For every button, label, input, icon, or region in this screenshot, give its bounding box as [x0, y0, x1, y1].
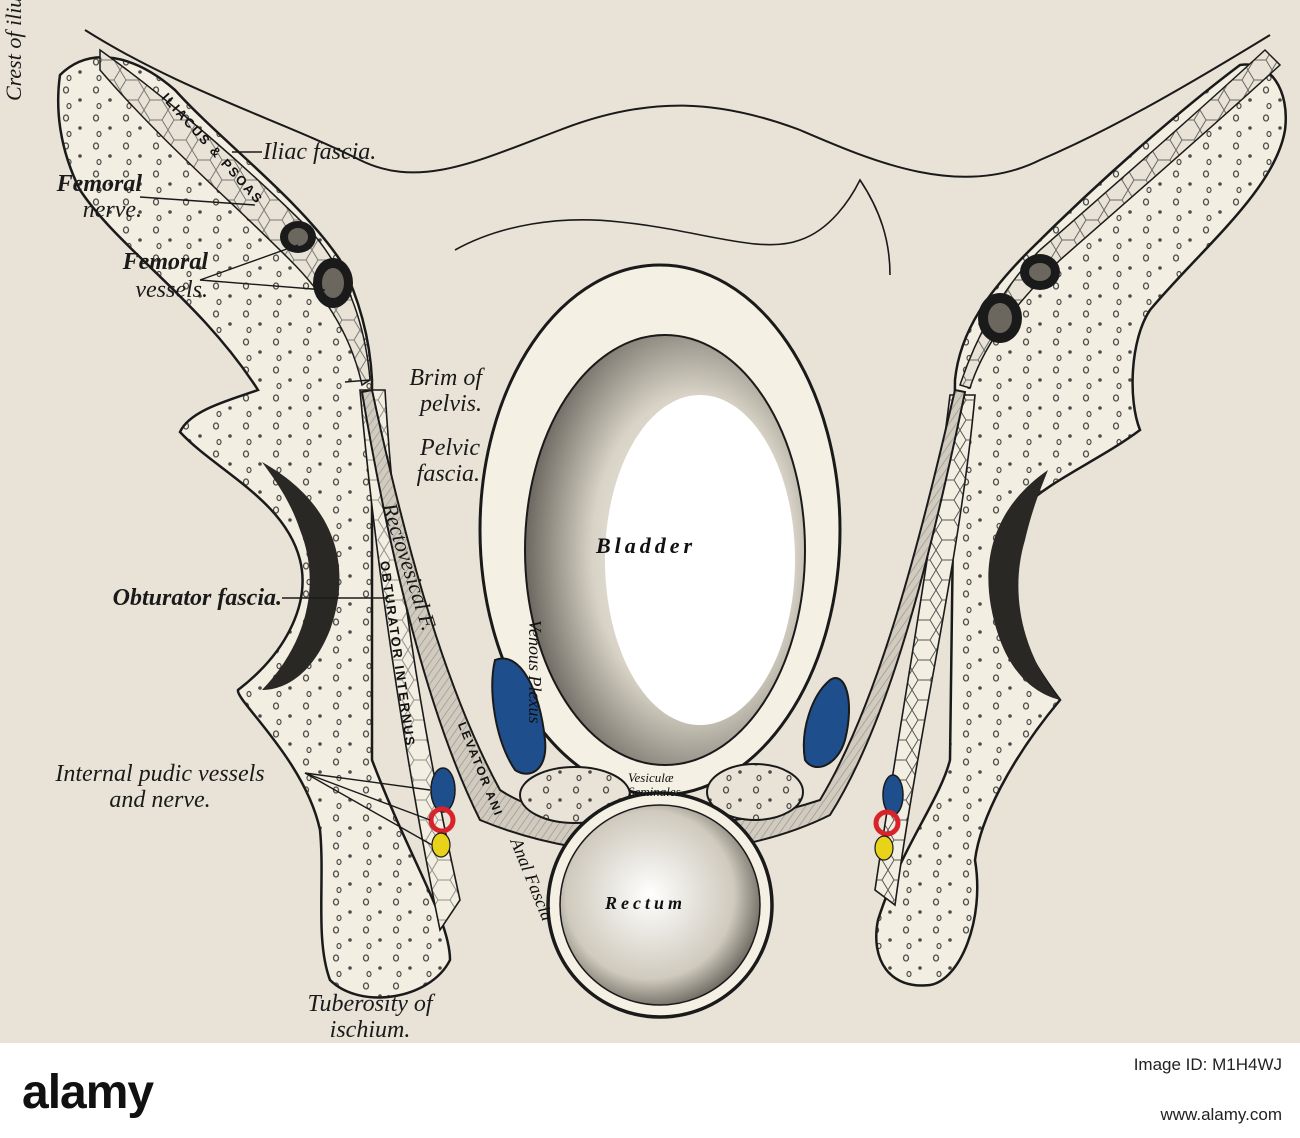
right-pudic-vein: [882, 774, 904, 816]
left-pudic-vein: [430, 767, 456, 813]
rectum-label: Rectum: [605, 893, 686, 913]
bladder-lumen: [605, 395, 795, 725]
image-id: Image ID: M1H4WJ: [1133, 1055, 1282, 1074]
iliac-fascia-label: Iliac fascia.: [263, 139, 377, 165]
right-pudic-nerve: [874, 835, 894, 861]
femoral-nerve-label-line1: Femoral: [56, 171, 142, 197]
rectum-lumen: [559, 804, 761, 1006]
bladder-label: Bladder: [596, 533, 697, 558]
crest-of-ilium-label: Crest of iliu: [1, 0, 26, 101]
watermark-footer: alamy Image ID: M1H4WJ www.alamy.com: [0, 1043, 1300, 1138]
venous-plexus-label: Venous Plexus: [525, 620, 545, 724]
sacral-outline: [84, 29, 1271, 178]
vesiculae-label-line2: Seminales: [628, 784, 681, 799]
right-obturator-notch: [988, 470, 1060, 700]
vesiculae-label-line1: Vesiculæ: [628, 770, 674, 785]
obturator-fascia-label: Obturator fascia.: [112, 585, 282, 611]
alamy-logo: alamy: [22, 1066, 154, 1119]
right-venous-plexus: [802, 677, 851, 769]
left-pudic-nerve: [431, 832, 451, 858]
brim-of-pelvis-label-line2: pelvis.: [420, 391, 482, 417]
left-obturator-notch: [262, 462, 340, 690]
pelvis-section-drawing: [56, 29, 1288, 1019]
brim-of-pelvis-label-line1: Brim of: [409, 365, 482, 391]
femoral-vessels-label-line2: vessels.: [135, 277, 208, 303]
femoral-nerve-label-line2: nerve.: [82, 197, 142, 223]
leader-lines: [139, 151, 433, 846]
femoral-vessels-label-line1: Femoral: [122, 249, 208, 275]
site-url: www.alamy.com: [1160, 1105, 1282, 1124]
left-pudic-artery: [428, 806, 456, 834]
internal-pudic-label-line2: and nerve.: [109, 787, 211, 813]
tuberosity-label-line2: ischium.: [329, 1017, 411, 1043]
right-pudic-artery: [873, 809, 901, 837]
anatomical-illustration: Crest of iliu Iliac fascia. Femoral nerv…: [0, 0, 1300, 1043]
left-venous-plexus: [491, 657, 547, 775]
internal-pudic-label-line1: Internal pudic vessels: [55, 761, 265, 787]
tuberosity-label-line1: Tuberosity of: [307, 991, 433, 1017]
pelvic-fascia-label-line1: Pelvic: [420, 435, 480, 461]
pelvic-fascia-label-line2: fascia.: [416, 461, 480, 487]
inner-brim-outline: [454, 178, 891, 276]
